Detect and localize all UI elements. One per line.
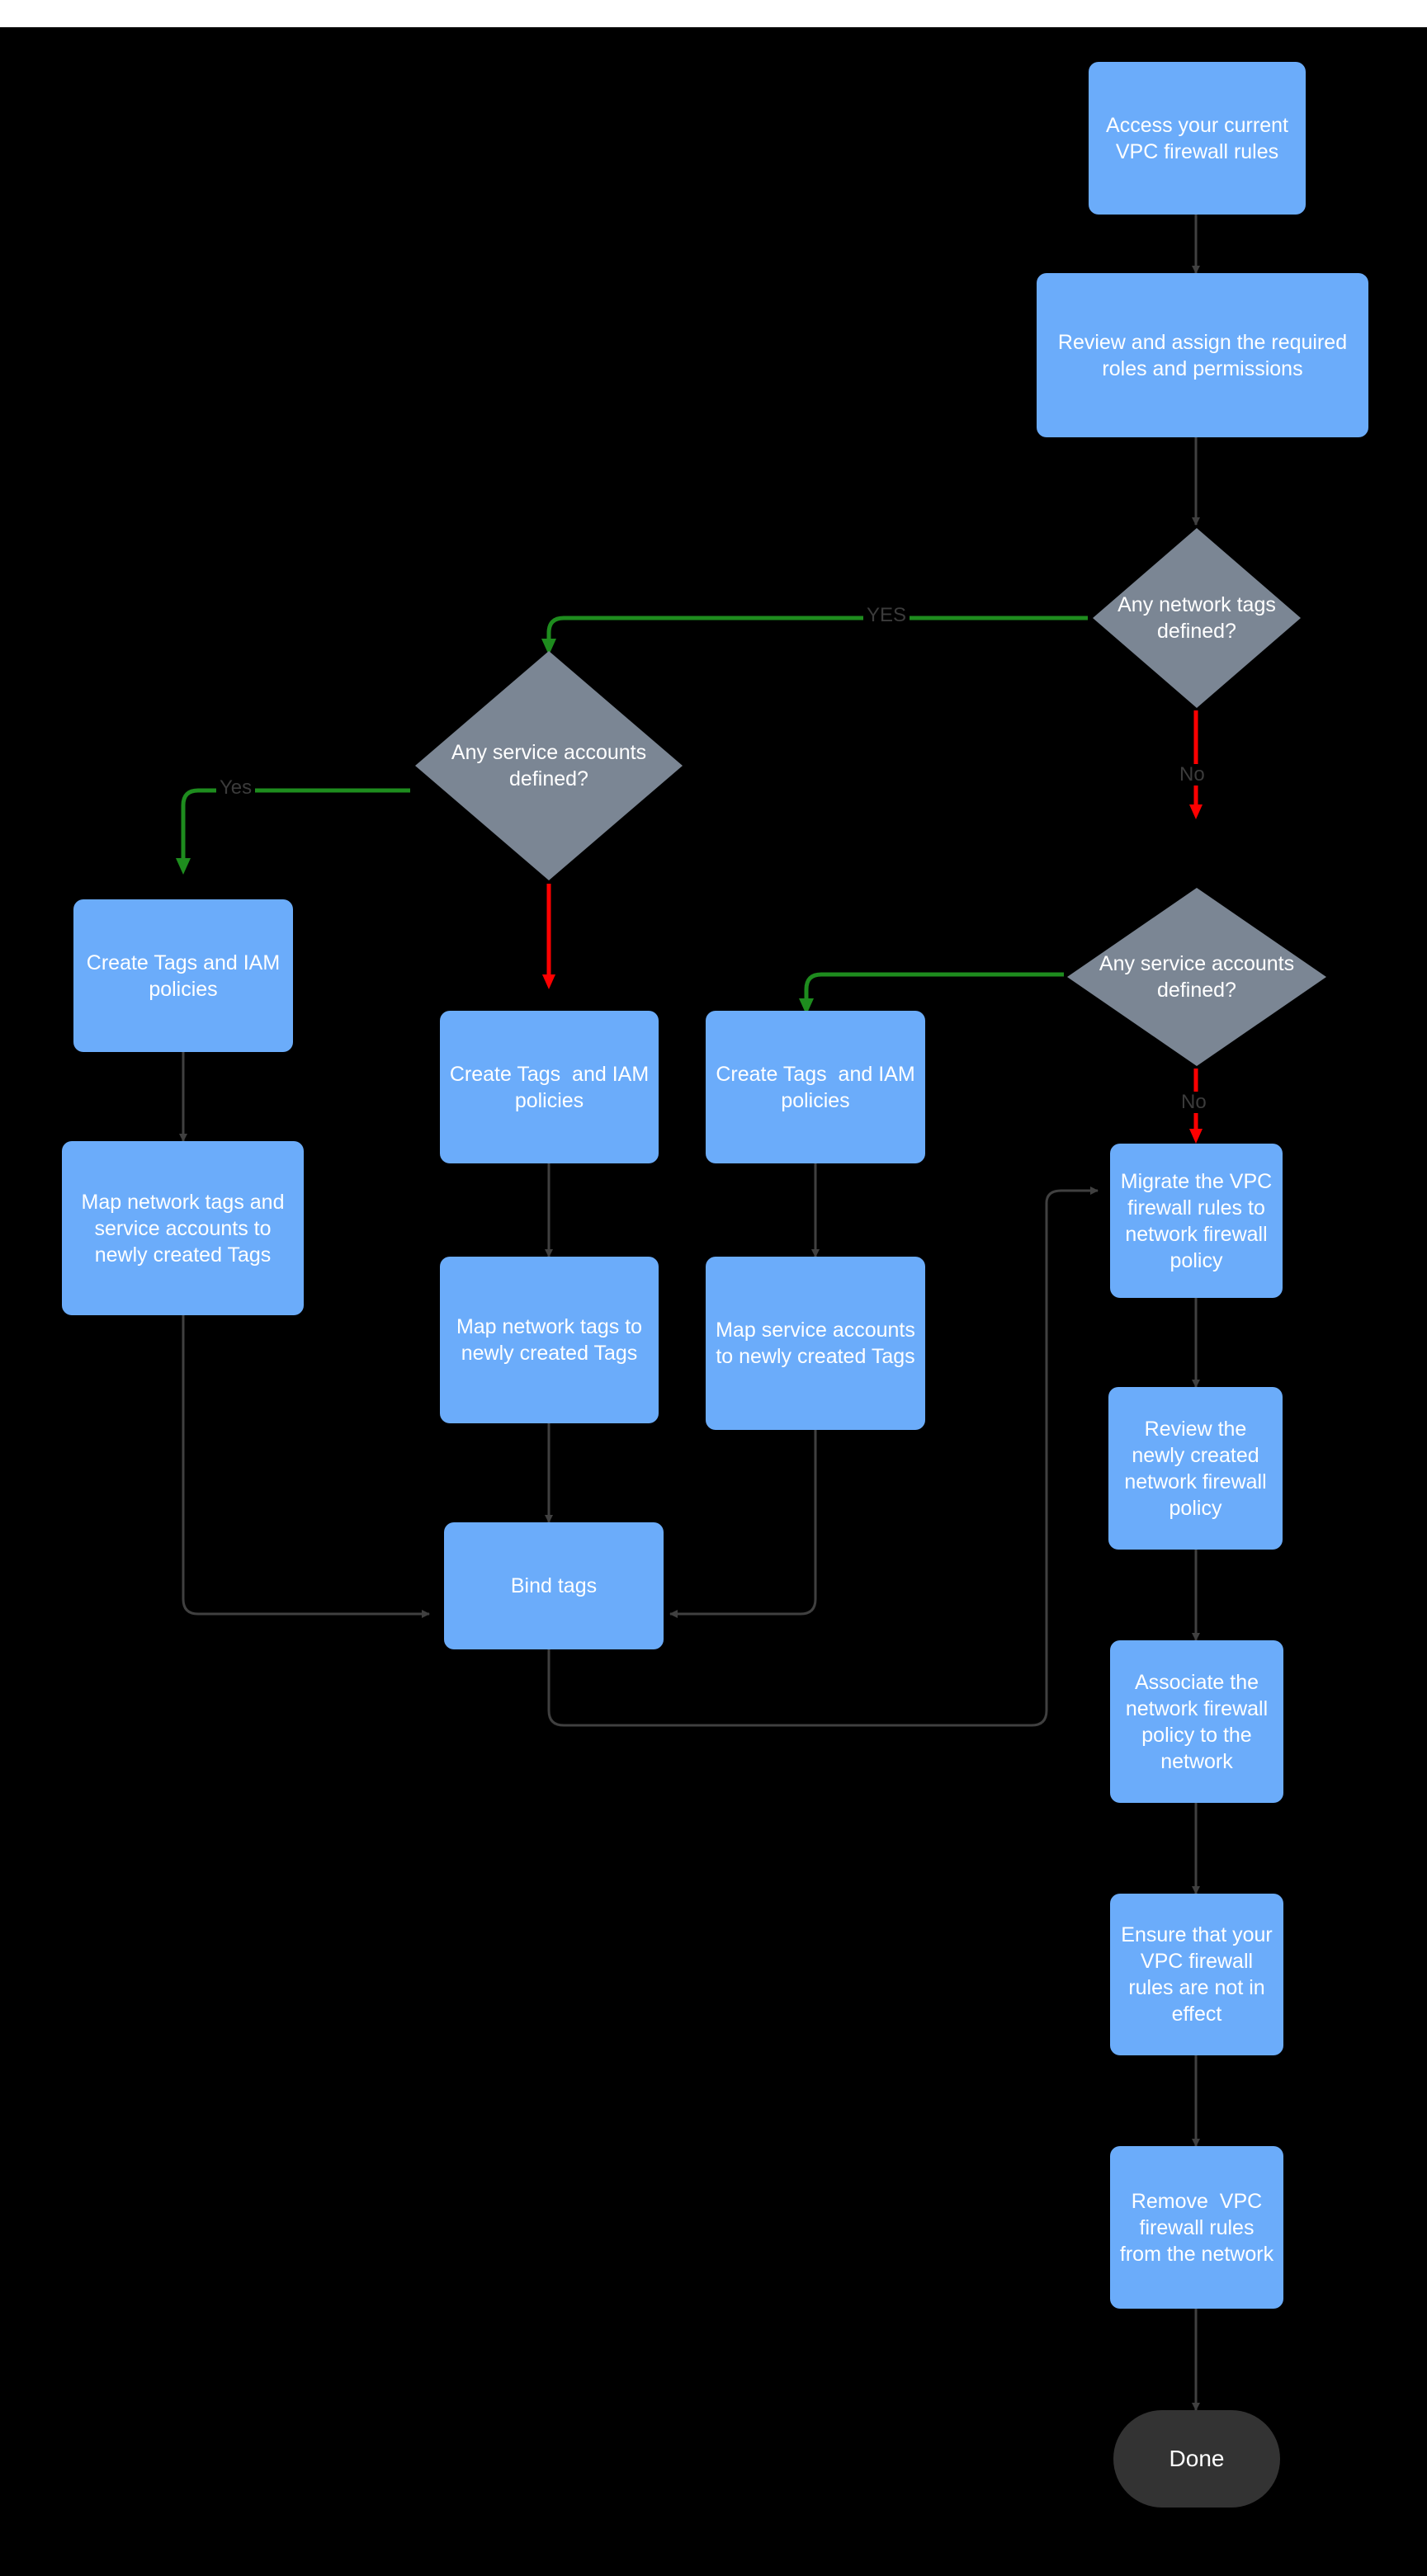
node-label: Bind tags xyxy=(510,1574,598,1597)
node-ensure-rules-not-in-effect[interactable]: Ensure that your VPC firewall rules are … xyxy=(1110,1894,1283,2055)
edge-label-service-accounts-left-yes: Yes xyxy=(216,776,256,800)
node-decision-service-accounts-right[interactable]: Any service accounts defined? xyxy=(1064,885,1330,1069)
node-label: Remove VPC firewall rules from the netwo… xyxy=(1119,2189,1274,2266)
node-label: Associate the network firewall policy to… xyxy=(1125,1670,1274,1773)
node-map-network-tags-and-service-accounts[interactable]: Map network tags and service accounts to… xyxy=(62,1141,304,1315)
node-label: Migrate the VPC firewall rules to networ… xyxy=(1120,1169,1278,1272)
node-create-tags-iam-policies-2[interactable]: Create Tags and IAM policies xyxy=(440,1011,659,1163)
node-label: Any service accounts defined? xyxy=(451,741,653,790)
node-bind-tags[interactable]: Bind tags xyxy=(444,1522,664,1649)
node-create-tags-iam-policies-3[interactable]: Create Tags and IAM policies xyxy=(706,1011,925,1163)
edge-label-network-tags-yes: YES xyxy=(863,604,910,627)
node-done-terminal[interactable]: Done xyxy=(1113,2410,1280,2508)
node-label: Ensure that your VPC firewall rules are … xyxy=(1121,1923,1278,2026)
edge-service-accounts-left-yes xyxy=(176,788,410,875)
edge-label-service-accounts-right-no: No xyxy=(1178,1091,1210,1114)
edge-label-network-tags-no: No xyxy=(1176,763,1208,786)
node-label: Review the newly created network firewal… xyxy=(1124,1417,1273,1520)
node-label: Any service accounts defined? xyxy=(1099,952,1301,1002)
node-label: Access your current VPC firewall rules xyxy=(1106,113,1294,163)
node-map-service-accounts[interactable]: Map service accounts to newly created Ta… xyxy=(706,1257,925,1430)
edge-service-accounts-right-yes xyxy=(799,972,1064,1015)
diamond-shape xyxy=(415,651,683,880)
node-label: Create Tags and IAM policies xyxy=(86,951,286,1001)
node-label: Done xyxy=(1169,2446,1225,2472)
node-label: Map network tags and service accounts to… xyxy=(81,1190,291,1267)
node-map-network-tags[interactable]: Map network tags to newly created Tags xyxy=(440,1257,659,1423)
diagram-stage: Access your current VPC firewall rules R… xyxy=(0,27,1427,2576)
edge-network-tags-yes xyxy=(541,616,1088,655)
node-access-vpc-firewall-rules[interactable]: Access your current VPC firewall rules xyxy=(1089,62,1306,215)
node-associate-policy-to-network[interactable]: Associate the network firewall policy to… xyxy=(1110,1640,1283,1803)
edge-map-1-to-bind-tags xyxy=(182,1315,430,1618)
node-review-assign-roles[interactable]: Review and assign the required roles and… xyxy=(1037,273,1368,437)
diamond-shape xyxy=(1067,888,1326,1066)
node-decision-network-tags-defined[interactable]: Any network tags defined? xyxy=(1088,525,1306,711)
node-label: Map service accounts to newly created Ta… xyxy=(716,1319,927,1368)
node-label: Create Tags and IAM policies xyxy=(716,1062,921,1112)
node-migrate-vpc-firewall-rules[interactable]: Migrate the VPC firewall rules to networ… xyxy=(1110,1144,1283,1298)
node-label: Review and assign the required roles and… xyxy=(1057,330,1354,380)
node-remove-vpc-firewall-rules[interactable]: Remove VPC firewall rules from the netwo… xyxy=(1110,2146,1283,2309)
node-decision-service-accounts-left[interactable]: Any service accounts defined? xyxy=(410,648,688,884)
node-create-tags-iam-policies-1[interactable]: Create Tags and IAM policies xyxy=(73,899,293,1052)
edge-map-3-to-bind-tags xyxy=(669,1430,817,1618)
node-label: Any network tags defined? xyxy=(1118,593,1282,643)
diamond-shape xyxy=(1093,528,1301,708)
node-label: Map network tags to newly created Tags xyxy=(456,1315,649,1365)
node-review-new-policy[interactable]: Review the newly created network firewal… xyxy=(1108,1387,1283,1550)
node-label: Create Tags and IAM policies xyxy=(449,1062,655,1112)
